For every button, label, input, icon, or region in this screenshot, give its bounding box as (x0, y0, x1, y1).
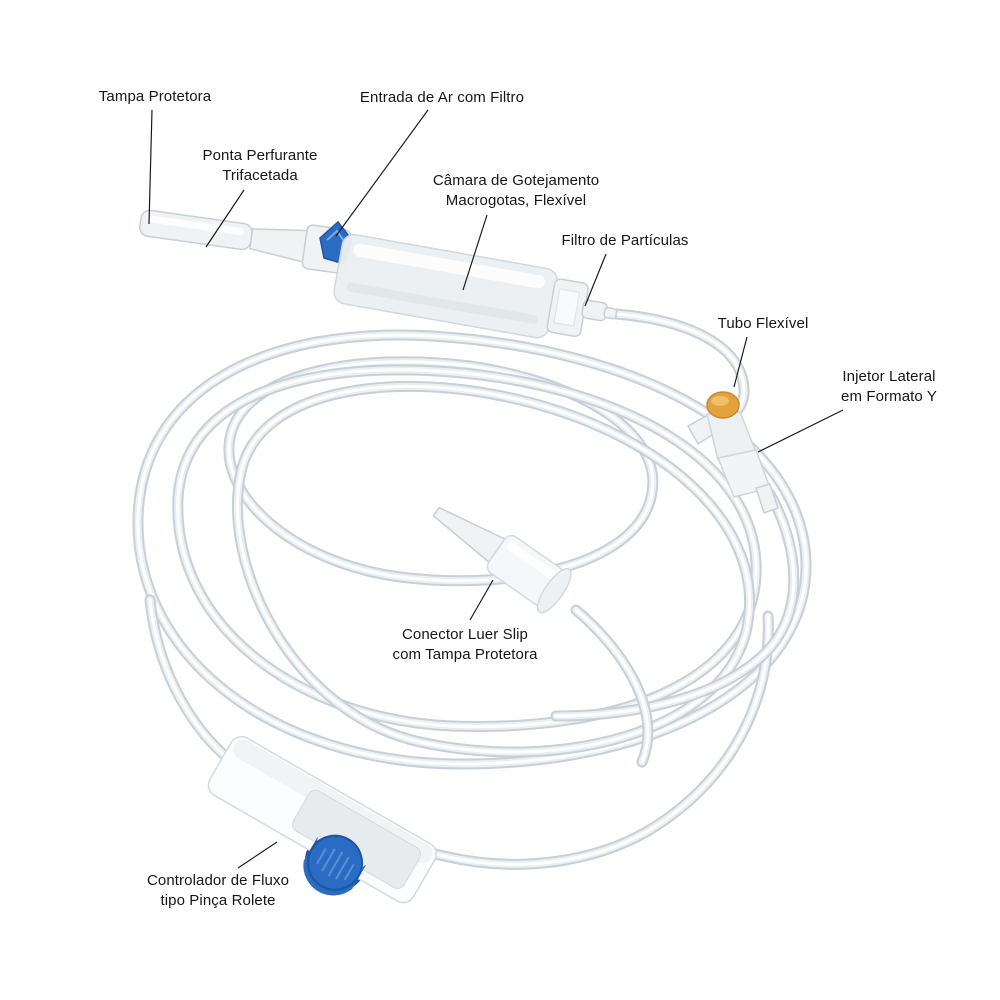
label-controlador: Controlador de Fluxo tipo Pinça Rolete (146, 872, 290, 909)
label-ponta-perfurante: Ponta Perfurante Trifacetada (202, 147, 318, 184)
outlet-tip (603, 306, 618, 320)
luer-connector (432, 506, 572, 614)
roller-clamp (207, 735, 437, 904)
leader-ponta-perfurante (205, 189, 245, 248)
label-conector-luer: Conector Luer Slip com Tampa Protetora (392, 626, 538, 663)
protective-cap-highlight (148, 215, 245, 236)
leader-entrada-ar (335, 109, 429, 237)
y-injector (686, 391, 779, 514)
injection-port-highlight (711, 396, 729, 406)
y-injector-tail (755, 483, 779, 514)
particle-filter (553, 288, 581, 327)
drip-chamber (333, 233, 618, 339)
label-camara: Câmara de Gotejamento Macrogotas, Flexív… (432, 172, 600, 209)
leader-tubo (733, 336, 748, 388)
drip-chamber-sheen (353, 243, 545, 289)
luer-flange (536, 567, 572, 614)
label-tubo-flexivel: Tubo Flexível (717, 315, 809, 332)
label-injetor-lateral: Injetor Lateral em Formato Y (841, 368, 937, 405)
leader-lines (148, 109, 844, 869)
piercing-spike (248, 228, 310, 264)
label-tampa-protetora: Tampa Protetora (98, 88, 212, 105)
leader-filtro (584, 253, 607, 307)
drip-chamber-shade (346, 282, 539, 325)
leader-tampa-protetora (148, 109, 153, 225)
outlet-nipple (581, 299, 608, 322)
roller-wheel-ridges (316, 847, 355, 881)
luer-cap (432, 506, 507, 564)
label-entrada-ar: Entrada de Ar com Filtro (359, 89, 525, 106)
leader-camara (462, 214, 488, 291)
leader-injetor (757, 409, 844, 453)
leader-conector (469, 579, 494, 621)
label-filtro: Filtro de Partículas (561, 232, 689, 249)
leader-controlador (237, 841, 278, 869)
luer-body-sheen (507, 542, 557, 580)
